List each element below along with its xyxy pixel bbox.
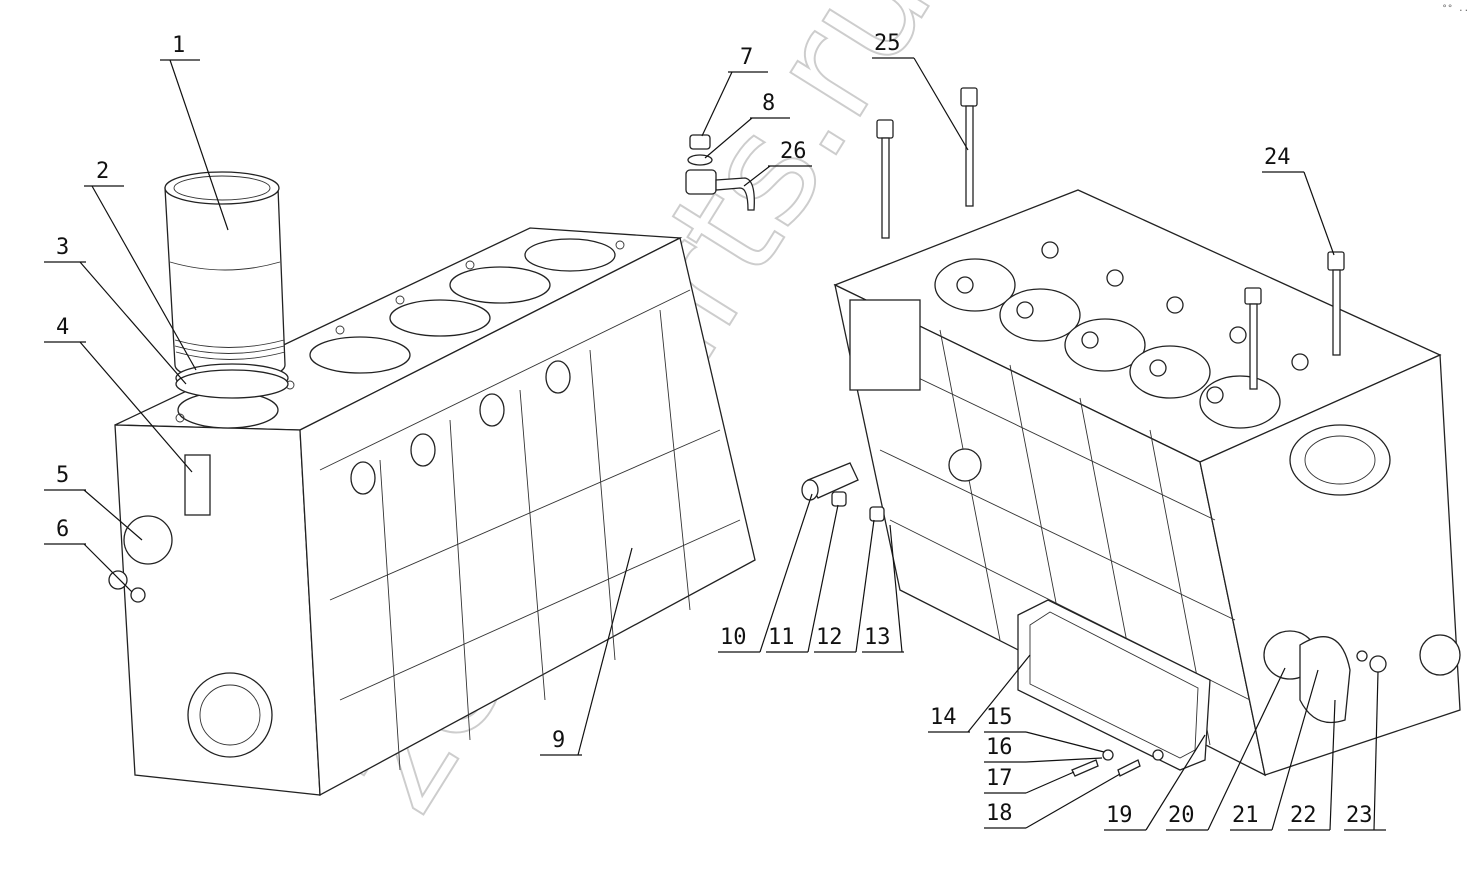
callout-21: 21 [1230, 669, 1319, 831]
cover-bolts [1071, 759, 1141, 777]
callout-2-label: 2 [96, 159, 109, 184]
callout-19-label: 19 [1106, 803, 1133, 828]
callout-5: 5 [44, 463, 143, 541]
callout-3: 3 [44, 235, 187, 385]
callout-16-label: 16 [986, 735, 1013, 760]
callout-22-label: 22 [1290, 803, 1317, 828]
head-bolts [876, 87, 1345, 390]
callout-14-label: 14 [930, 705, 957, 730]
callout-20-label: 20 [1168, 803, 1195, 828]
right-engine-block [833, 189, 1461, 777]
callout-22: 22 [1288, 699, 1336, 831]
callout-18-label: 18 [986, 801, 1013, 826]
side-cover [1017, 599, 1211, 771]
callout-26-label: 26 [780, 139, 807, 164]
callout-23-label: 23 [1346, 803, 1373, 828]
callout-11-label: 11 [768, 625, 795, 650]
corner-mark: °° .. [1441, 4, 1469, 14]
callout-19: 19 [1104, 734, 1206, 831]
callout-9-label: 9 [552, 728, 565, 753]
callout-24-label: 24 [1264, 145, 1291, 170]
callout-10-label: 10 [720, 625, 747, 650]
callout-23: 23 [1344, 671, 1386, 831]
callout-2: 2 [84, 159, 197, 371]
callout-24: 24 [1262, 145, 1335, 256]
callout-7-label: 7 [740, 45, 753, 70]
plugs-and-fittings [801, 462, 885, 522]
callout-9: 9 [540, 547, 633, 756]
callout-15: 15 [984, 705, 1105, 753]
callout-8: 8 [704, 91, 790, 159]
callout-26: 26 [743, 139, 812, 187]
callout-6: 6 [44, 517, 133, 593]
callout-21-label: 21 [1232, 803, 1259, 828]
callout-13-label: 13 [864, 625, 891, 650]
cylinder-liner [164, 171, 286, 382]
callout-15-label: 15 [986, 705, 1013, 730]
callout-25-label: 25 [874, 31, 901, 56]
callout-7: 7 [701, 45, 768, 137]
callout-17-label: 17 [986, 766, 1013, 791]
liner-o-ring [175, 369, 289, 399]
callout-11: 11 [766, 504, 839, 653]
callout-1: 1 [160, 33, 229, 231]
callout-18: 18 [984, 773, 1121, 829]
callout-5-label: 5 [56, 463, 69, 488]
callout-25: 25 [872, 31, 969, 151]
callout-10: 10 [718, 493, 813, 653]
callout-3-label: 3 [56, 235, 69, 260]
callout-12-label: 12 [816, 625, 843, 650]
callout-8-label: 8 [762, 91, 775, 116]
callout-1-label: 1 [172, 33, 185, 58]
callout-4-label: 4 [56, 315, 69, 340]
callout-12: 12 [814, 519, 875, 653]
callout-13: 13 [862, 524, 904, 653]
callout-4: 4 [44, 315, 193, 473]
callout-17: 17 [984, 766, 1075, 794]
front-housing-parts [1263, 630, 1387, 724]
callout-16: 16 [984, 735, 1103, 763]
callout-20: 20 [1166, 667, 1286, 831]
callout-6-label: 6 [56, 517, 69, 542]
callout-14: 14 [928, 654, 1031, 733]
